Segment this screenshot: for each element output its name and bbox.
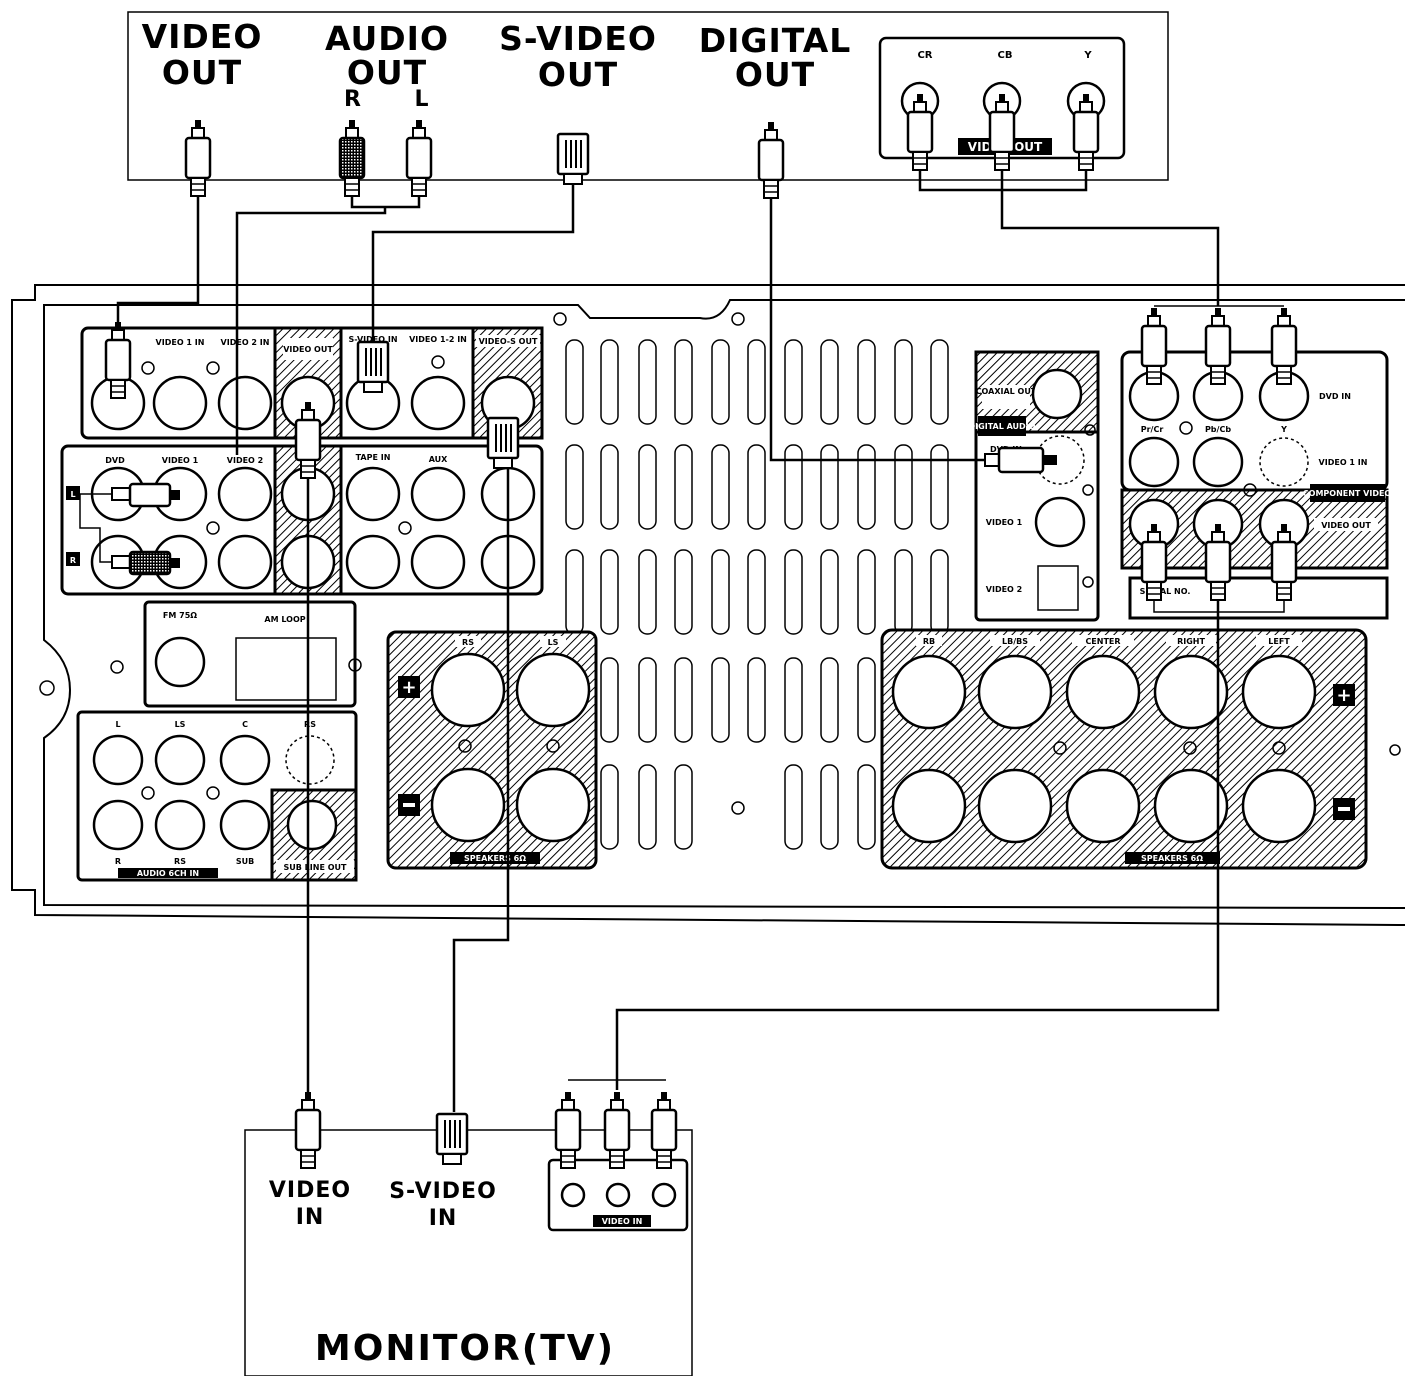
multi-l-label: L <box>115 720 120 729</box>
dvd-comp-cb-label: CB <box>998 50 1013 61</box>
comp-video-out-label: VIDEO OUT <box>1321 521 1371 530</box>
video-1-audio-label: VIDEO 1 <box>162 456 199 465</box>
monitor-tv: VIDEO IN S-VIDEO IN VIDEO IN MONITOR(TV) <box>244 1090 693 1376</box>
digital-audio-label: DIGITAL AUDIO <box>969 422 1036 431</box>
tv-video-in-label: VIDEO <box>269 1178 351 1203</box>
pr-cr-label: Pr/Cr <box>1141 425 1164 434</box>
dvd-audio-r-plug-in <box>111 550 180 576</box>
coaxial-out-label: COAXIAL OUT <box>976 387 1037 396</box>
video12-in-label: VIDEO 1-2 IN <box>409 335 467 344</box>
sp-lbbs-label: LB/BS <box>1002 637 1028 646</box>
component-video-block: DVD IN Pr/Cr Pb/Cb Y VIDEO 1 IN COMPONEN… <box>1120 350 1392 620</box>
sp-rb-label: RB <box>923 637 935 646</box>
sp-rs-label: RS <box>462 638 474 647</box>
digital-audio-block: COAXIAL OUT DIGITAL AUDIO DVD IN VIDEO 1… <box>969 350 1100 622</box>
d-video2-label: VIDEO 2 <box>986 585 1022 594</box>
sp-right-label: RIGHT <box>1177 637 1205 646</box>
dvd-audio-l-label: L <box>414 87 429 112</box>
tv-svideo-in-label-2: IN <box>429 1206 458 1231</box>
dvd-video-out-label-2: OUT <box>162 53 242 92</box>
dvd-audio-label: DVD <box>105 456 125 465</box>
tv-svideo-in-label: S-VIDEO <box>389 1179 497 1204</box>
tape-in-label: TAPE IN <box>356 453 391 462</box>
svg-text:+: + <box>1336 685 1351 706</box>
dvd-player-panel: VIDEO OUT AUDIO OUT R L S-VIDEO OUT DIGI… <box>127 11 1169 200</box>
video-input-block: VIDEO 1 IN VIDEO 2 IN VIDEO OUT S-VIDEO … <box>80 326 544 440</box>
multi-c-label: C <box>242 720 248 729</box>
video-s-out-label: VIDEO-S OUT <box>479 337 538 346</box>
dvd-svideo-out-label: S-VIDEO <box>499 19 657 58</box>
am-label: AM LOOP <box>264 615 305 624</box>
video2-in-label: VIDEO 2 IN <box>221 338 270 347</box>
video1-in-label: VIDEO 1 IN <box>156 338 205 347</box>
dvd-digital-out-label-2: OUT <box>735 55 815 94</box>
comp-video1-in-label: VIDEO 1 IN <box>1319 458 1368 467</box>
dvd-video-out-label: VIDEO <box>142 17 263 56</box>
channel-r-label: R <box>70 556 76 565</box>
dvd-digital-out-label: DIGITAL <box>699 21 852 60</box>
speaker-terminals-left: RS LS + SPEAKERS 6Ω <box>386 630 598 870</box>
aux-label: AUX <box>429 455 448 464</box>
channel-l-label: L <box>70 490 75 499</box>
tv-video-in-label-2: IN <box>296 1205 325 1230</box>
speakers-left-label: SPEAKERS 6Ω <box>464 854 526 863</box>
vent-slots <box>565 339 949 850</box>
receiver-chassis: VIDEO 1 IN VIDEO 2 IN VIDEO OUT S-VIDEO … <box>11 284 1405 926</box>
dvd-comp-y-label: Y <box>1083 50 1092 61</box>
multi-rs2-label: RS <box>174 857 186 866</box>
multi-r-label: R <box>115 857 121 866</box>
cables <box>79 170 1285 1112</box>
dvd-audio-out-label-2: OUT <box>347 53 427 92</box>
sp-ls-label: LS <box>548 638 559 647</box>
speakers-right-label: SPEAKERS 6Ω <box>1141 854 1203 863</box>
multi-rs-label: RS <box>304 720 316 729</box>
pb-cb-label: Pb/Cb <box>1205 425 1231 434</box>
video-out-label: VIDEO OUT <box>283 345 333 354</box>
sp-left-label: LEFT <box>1268 637 1290 646</box>
dvd-audio-out-label: AUDIO <box>325 19 449 58</box>
audio-6ch-in-label: AUDIO 6CH IN <box>137 869 199 878</box>
video-2-audio-label: VIDEO 2 <box>227 456 263 465</box>
multi-ls-label: LS <box>175 720 186 729</box>
dvd-audio-r-label: R <box>344 87 362 112</box>
component-video-label: COMPONENT VIDEO <box>1303 489 1392 498</box>
sub-line-out-label: SUB LINE OUT <box>284 863 347 872</box>
comp-y-label: Y <box>1280 425 1287 434</box>
serial-no-label: SERIAL NO. <box>1140 587 1191 596</box>
d-video1-label: VIDEO 1 <box>986 518 1023 527</box>
dvd-svideo-out-label-2: OUT <box>538 55 618 94</box>
monitor-title: MONITOR(TV) <box>315 1328 615 1369</box>
tuner-block: FM 75Ω AM LOOP <box>143 600 362 708</box>
dvd-audio-r-plug <box>338 118 366 198</box>
comp-dvd-in-label: DVD IN <box>1319 392 1351 401</box>
sp-center-label: CENTER <box>1085 637 1120 646</box>
tv-comp-label: VIDEO IN <box>602 1217 643 1226</box>
dvd-comp-cr-label: CR <box>917 50 932 61</box>
multi-sub-label: SUB <box>236 857 254 866</box>
svg-text:+: + <box>401 677 416 698</box>
speaker-terminals-right: RB LB/BS CENTER RIGHT LEFT + SPEAKERS 6Ω <box>880 628 1368 870</box>
digital-in-plug <box>984 446 1057 474</box>
audio-6ch-block: L LS C RS R RS SUB AUDIO 6CH IN SUB LINE… <box>76 710 358 882</box>
fm-label: FM 75Ω <box>163 611 197 620</box>
